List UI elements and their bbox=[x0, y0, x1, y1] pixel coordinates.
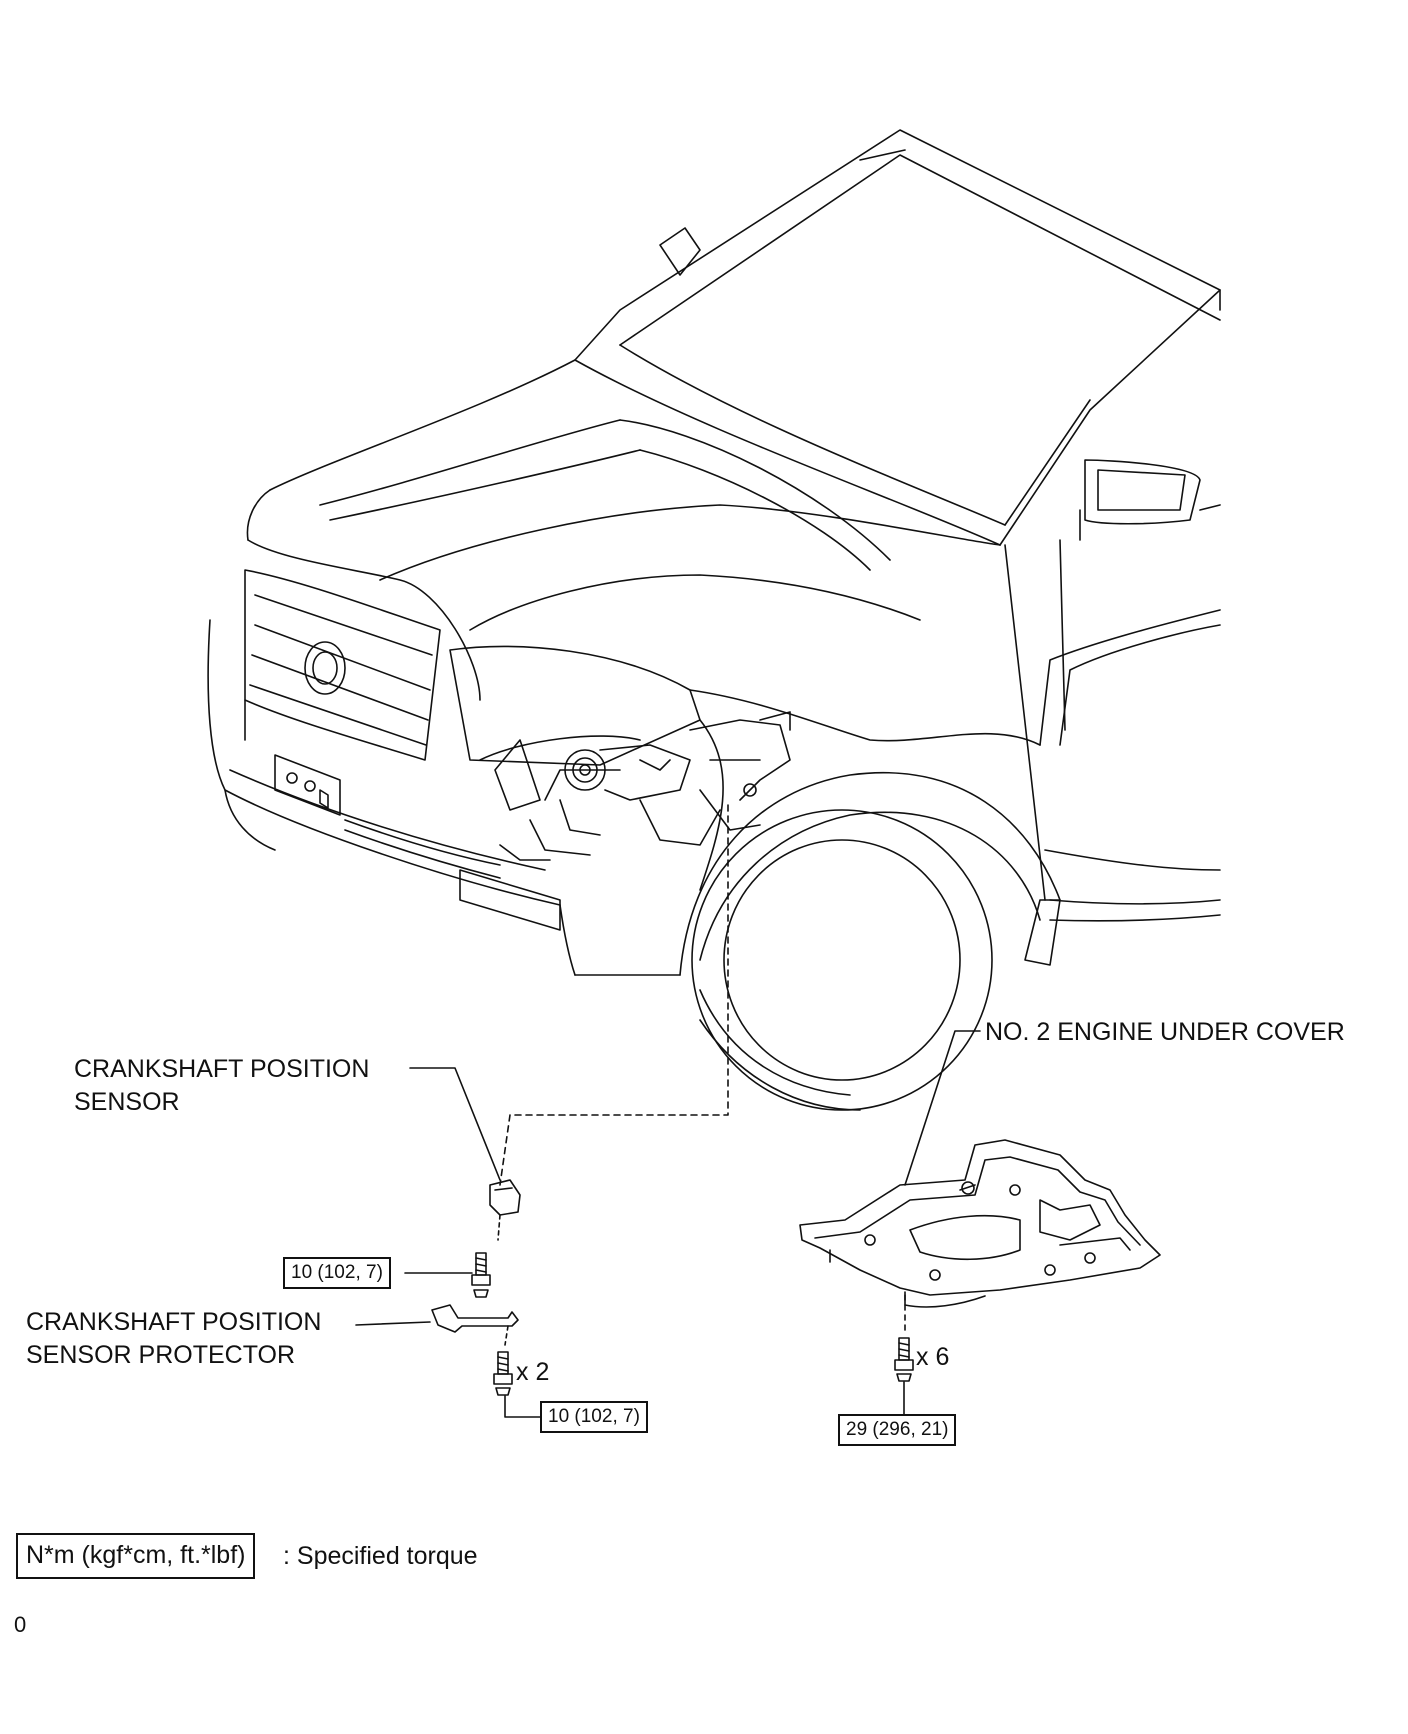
torque-legend-description: : Specified torque bbox=[283, 1542, 478, 1570]
protector-bolt-quantity: x 2 bbox=[516, 1358, 550, 1386]
crankshaft-sensor-label: CRANKSHAFT POSITION SENSOR bbox=[74, 1053, 369, 1119]
crankshaft-sensor-parts bbox=[355, 804, 729, 1418]
under-cover-label-text: NO. 2 ENGINE UNDER COVER bbox=[985, 1018, 1345, 1046]
protector-bolt-torque: 10 (102, 7) bbox=[540, 1401, 648, 1433]
crankshaft-protector-label-line-1: CRANKSHAFT POSITION bbox=[26, 1308, 322, 1336]
crankshaft-sensor-label-line-1: CRANKSHAFT POSITION bbox=[74, 1055, 370, 1083]
crankshaft-protector-label-line-2: SENSOR PROTECTOR bbox=[26, 1341, 296, 1369]
cover-bolt-quantity: x 6 bbox=[916, 1343, 950, 1371]
sensor-bolt-torque: 10 (102, 7) bbox=[283, 1257, 391, 1289]
crankshaft-sensor-label-line-2: SENSOR bbox=[74, 1088, 180, 1116]
torque-unit-legend-box: N*m (kgf*cm, ft.*lbf) bbox=[16, 1533, 256, 1579]
under-cover-label: NO. 2 ENGINE UNDER COVER bbox=[985, 1016, 1345, 1049]
engine-under-cover-parts bbox=[799, 1030, 1161, 1415]
vehicle-outline bbox=[207, 129, 1221, 1111]
cover-bolt-torque: 29 (296, 21) bbox=[838, 1414, 957, 1446]
crankshaft-protector-label: CRANKSHAFT POSITION SENSOR PROTECTOR bbox=[26, 1306, 321, 1372]
figure-code: 0 bbox=[14, 1612, 27, 1637]
